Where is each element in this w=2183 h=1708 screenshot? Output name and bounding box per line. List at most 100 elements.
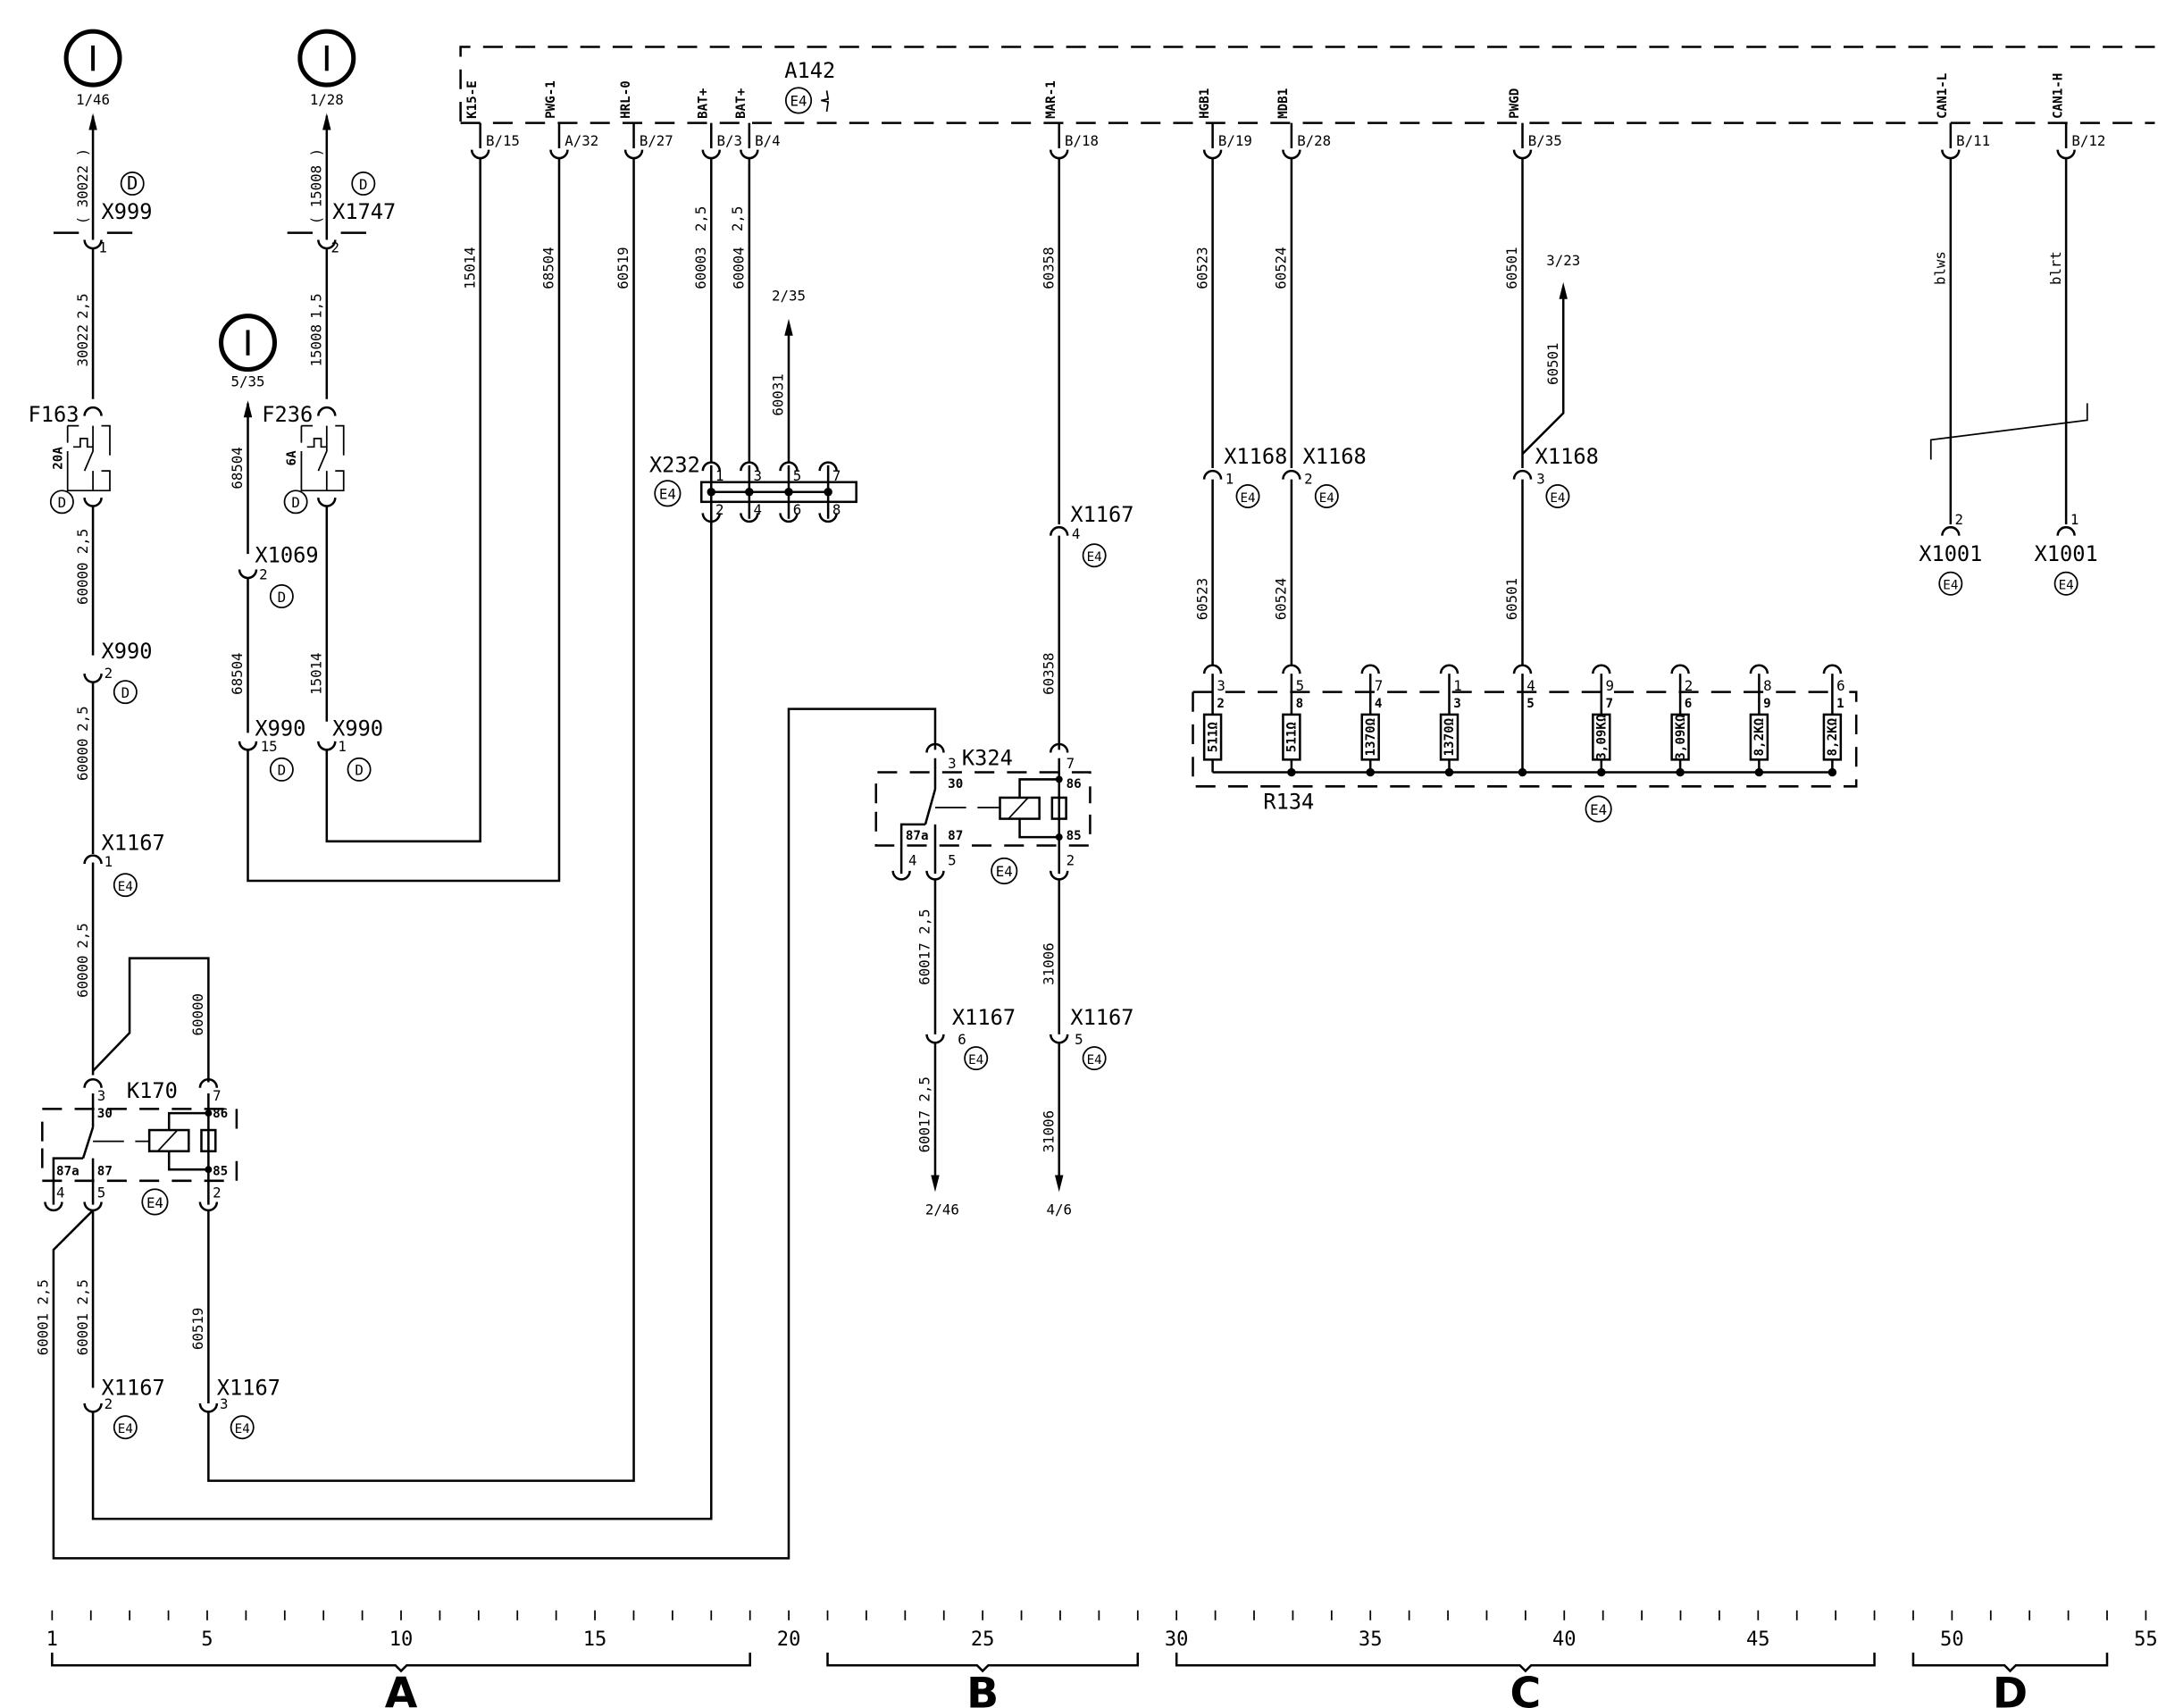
svg-text:E4: E4 <box>1319 491 1334 506</box>
resistor-element[interactable]: 898,2KΩ <box>1749 664 1772 777</box>
ref-target: 5/35 <box>231 373 265 390</box>
x232-pin-pair[interactable]: 78 <box>818 461 841 523</box>
x232-pin-pair[interactable]: 56 <box>779 461 802 523</box>
svg-text:X1167: X1167 <box>102 830 165 855</box>
circuits-below-k324: 2,5 60017 X1167 6 E4 2,5 60017 2/46 3100… <box>916 879 1134 1218</box>
offpage-ref-1-46[interactable]: 1/46 <box>63 29 122 108</box>
svg-text:6A: 6A <box>285 450 299 466</box>
svg-text:4: 4 <box>1072 525 1080 542</box>
ruler-label: 25 <box>971 1628 995 1651</box>
pin-number: B/35 <box>1528 132 1562 149</box>
module-label: A142 <box>784 58 835 83</box>
pin-number: 1 <box>1836 697 1844 711</box>
arrow-up-icon <box>243 400 253 418</box>
resistor-value: 1370Ω <box>1364 718 1378 757</box>
offpage-ref-1-28[interactable]: 1/28 <box>297 29 356 108</box>
svg-text:D: D <box>278 589 286 606</box>
relay-k324[interactable]: 3 7 K324 30 86 87a 87 85 4 5 2 E4 <box>874 742 1092 884</box>
svg-text:2: 2 <box>331 239 339 256</box>
junction-dot <box>1444 767 1454 777</box>
svg-text:4: 4 <box>908 852 916 869</box>
svg-text:15: 15 <box>261 738 278 755</box>
svg-text:7: 7 <box>213 1087 221 1104</box>
resistor-element[interactable]: 45 <box>1512 664 1535 777</box>
svg-text:2,5: 2,5 <box>74 1279 91 1304</box>
svg-text:5: 5 <box>97 1185 105 1201</box>
junction-dot <box>1754 767 1764 777</box>
module-pin-can1-h[interactable]: CAN1-HB/12 <box>2051 73 2105 160</box>
svg-text:E4: E4 <box>996 863 1013 880</box>
ruler-label: 40 <box>1552 1628 1577 1651</box>
relay-k170[interactable]: 3 7 K170 30 86 87a 87 85 4 5 2 E4 <box>41 1078 238 1216</box>
svg-text:K324: K324 <box>962 746 1013 771</box>
ref-target: 1/28 <box>310 91 344 108</box>
svg-text:X1069: X1069 <box>255 543 318 568</box>
resistor-element[interactable]: 973,09KΩ <box>1592 664 1614 777</box>
resistor-value: 8,2KΩ <box>1826 718 1840 757</box>
section-label-a: A <box>385 1670 418 1708</box>
x232-pin-pair[interactable]: 34 <box>740 461 762 523</box>
svg-text:86: 86 <box>1066 777 1082 791</box>
svg-text:X990: X990 <box>255 716 305 741</box>
svg-text:30: 30 <box>948 777 963 791</box>
section-bracket <box>51 1653 751 1673</box>
svg-text:D: D <box>359 176 367 193</box>
svg-text:X1167: X1167 <box>102 1375 165 1400</box>
svg-text:60523: 60523 <box>1193 578 1210 620</box>
svg-text:X232: X232 <box>649 453 700 478</box>
svg-text:D: D <box>355 762 363 779</box>
resistor-value: 3,09KΩ <box>1674 715 1688 760</box>
section-bracket <box>1911 1653 2109 1673</box>
arrow-up-icon <box>784 318 793 336</box>
pin-signal: PWG-1 <box>544 80 558 119</box>
ref-target: 1/46 <box>76 91 110 108</box>
offpage-ref-icon <box>297 29 356 88</box>
section-bracket <box>1175 1653 1876 1673</box>
svg-text:X1747: X1747 <box>332 199 396 224</box>
module-a142[interactable]: A142 E4 <box>459 46 2155 124</box>
svg-text:85: 85 <box>213 1165 228 1179</box>
section-label-b: B <box>966 1670 999 1708</box>
junction-dot <box>1676 767 1685 777</box>
pin-number: B/11 <box>1956 132 1990 149</box>
svg-text:60000: 60000 <box>74 563 91 605</box>
resistor-element[interactable]: 618,2KΩ <box>1822 664 1845 777</box>
svg-text:2,5: 2,5 <box>74 293 91 318</box>
svg-text:7: 7 <box>1066 755 1075 772</box>
junction-dot <box>1597 767 1606 777</box>
svg-text:87a: 87a <box>906 829 929 843</box>
svg-text:60001: 60001 <box>74 1313 91 1355</box>
svg-text:X1001: X1001 <box>1919 541 1982 566</box>
offpage-ref-5-35[interactable]: 5/35 <box>219 314 277 390</box>
circuits-below-k170: 2,5 60001 2,5 60001 X1167 2 E4 60519 X11… <box>35 158 937 1560</box>
svg-text:X1168: X1168 <box>1224 444 1287 469</box>
resistor-element[interactable]: 263,09KΩ <box>1670 664 1694 777</box>
pin-number: 9 <box>1763 697 1771 711</box>
pin-number: 3 <box>754 467 762 484</box>
svg-text:D: D <box>291 494 299 511</box>
svg-text:2,5: 2,5 <box>74 529 91 554</box>
pin-signal: HGB1 <box>1198 88 1212 119</box>
module-pin-can1-l[interactable]: CAN1-LB/11 <box>1936 73 1990 160</box>
svg-text:1: 1 <box>98 239 106 256</box>
pin-signal: K15-E <box>465 80 480 119</box>
svg-text:15008: 15008 <box>308 324 325 366</box>
svg-text:60501: 60501 <box>1503 578 1520 620</box>
